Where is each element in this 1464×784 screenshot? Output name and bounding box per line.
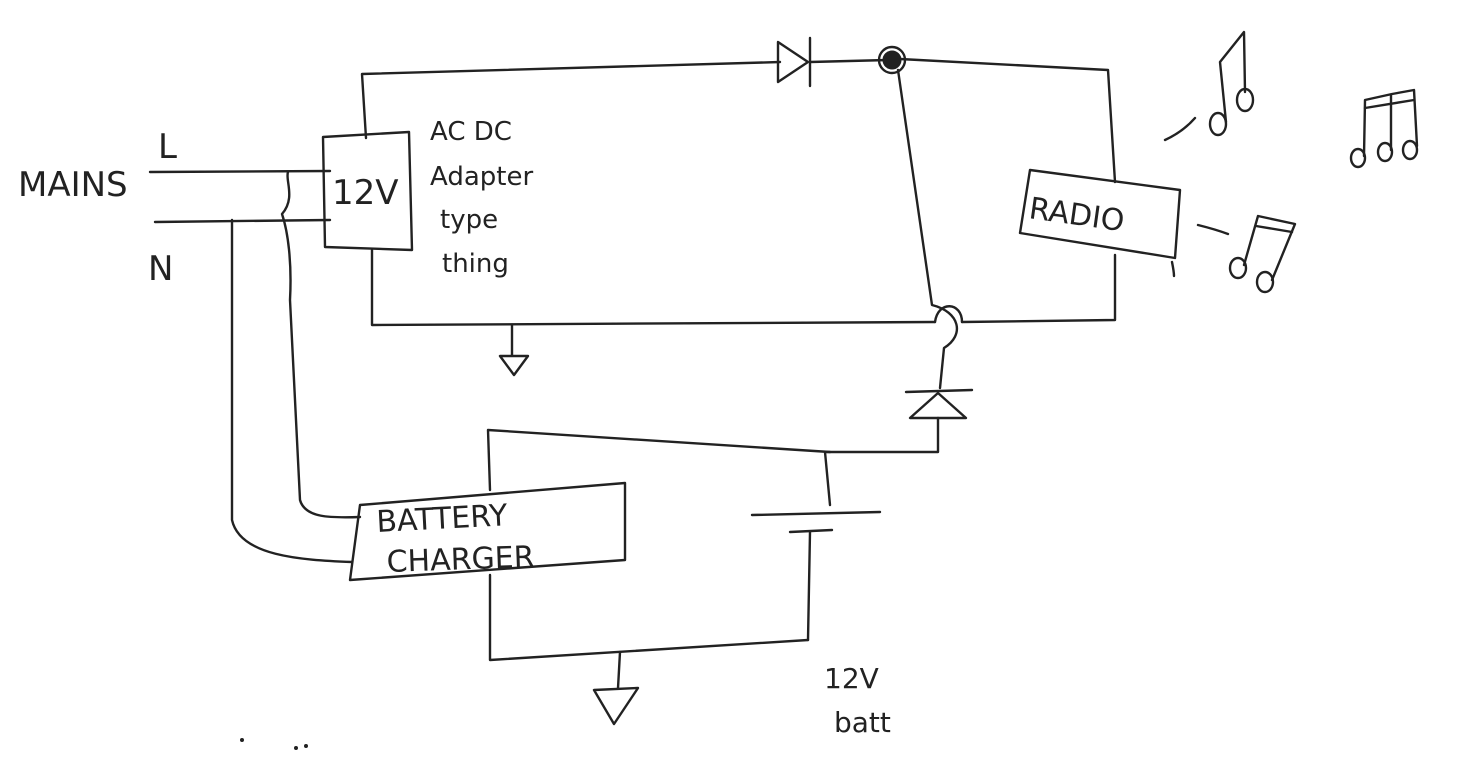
charger-negative-wire — [488, 573, 810, 662]
adapter-box — [321, 130, 414, 252]
adapter-desc-line-2: Adapter — [430, 162, 533, 192]
mains-neutral-label: N — [148, 249, 173, 289]
adapter-desc-line-1: AC DC — [430, 117, 512, 147]
radio-label: RADIO — [1027, 191, 1127, 239]
sound-wave-low — [1170, 260, 1176, 278]
adapter-negative-wire — [370, 248, 937, 327]
charger-box — [348, 481, 627, 582]
charger-neutral-feed — [230, 218, 354, 564]
junction-dot-ring — [877, 45, 907, 75]
ground-rail — [370, 248, 964, 377]
top-diode-triangle — [776, 40, 810, 84]
ground-symbol-top — [498, 354, 530, 377]
music-note-pair-icon — [1208, 30, 1255, 137]
top-rail-wire-right — [808, 57, 1117, 184]
adapter-positive-wire — [360, 60, 782, 140]
charger-line-feed — [280, 170, 362, 519]
radio: RADIO — [960, 168, 1182, 324]
charger-positive-wire — [486, 428, 832, 492]
charger-label-line-2: CHARGER — [386, 540, 535, 580]
mains-line-label: L — [158, 127, 177, 167]
battery-negative-lead — [806, 530, 812, 642]
ground-stub-bottom — [616, 650, 622, 690]
top-rail — [360, 36, 1117, 184]
junction-dot — [882, 50, 902, 70]
junction-to-diode-wire — [896, 68, 959, 390]
battery-label-line-2: batt — [834, 706, 891, 739]
radio-box — [1018, 168, 1182, 260]
mains-line-wire — [148, 169, 332, 174]
backup-path — [823, 68, 974, 507]
battery: 12V batt — [592, 510, 891, 739]
crossover-arc — [933, 305, 964, 324]
sound-wave-top — [1163, 116, 1197, 142]
adapter-desc-line-4: thing — [442, 249, 509, 279]
music-note-triplet-icon — [1349, 88, 1419, 169]
music-notes — [1163, 30, 1419, 294]
battery-short-plate — [788, 528, 834, 534]
adapter-box-label: 12V — [332, 173, 399, 213]
battery-charger: BATTERY CHARGER — [230, 170, 832, 662]
mains-neutral-wire — [153, 218, 332, 224]
stray-marks — [240, 738, 308, 750]
music-note-beamed-icon — [1228, 214, 1297, 294]
diode-to-battery-wire — [823, 416, 940, 507]
battery-long-plate — [750, 510, 882, 517]
radio-return-wire — [960, 253, 1117, 324]
charger-label-line-1: BATTERY — [376, 498, 509, 540]
battery-label-line-1: 12V — [824, 662, 879, 695]
ground-symbol-bottom — [592, 686, 640, 726]
mains-label: MAINS — [18, 165, 128, 205]
bottom-diode-triangle — [908, 391, 968, 420]
sound-wave-mid — [1196, 223, 1230, 236]
acdc-adapter: 12V AC DC Adapter type thing — [321, 117, 533, 279]
bottom-diode-bar — [904, 388, 974, 394]
mains-input: MAINS L N — [18, 127, 332, 289]
adapter-desc-line-3: type — [440, 205, 498, 235]
